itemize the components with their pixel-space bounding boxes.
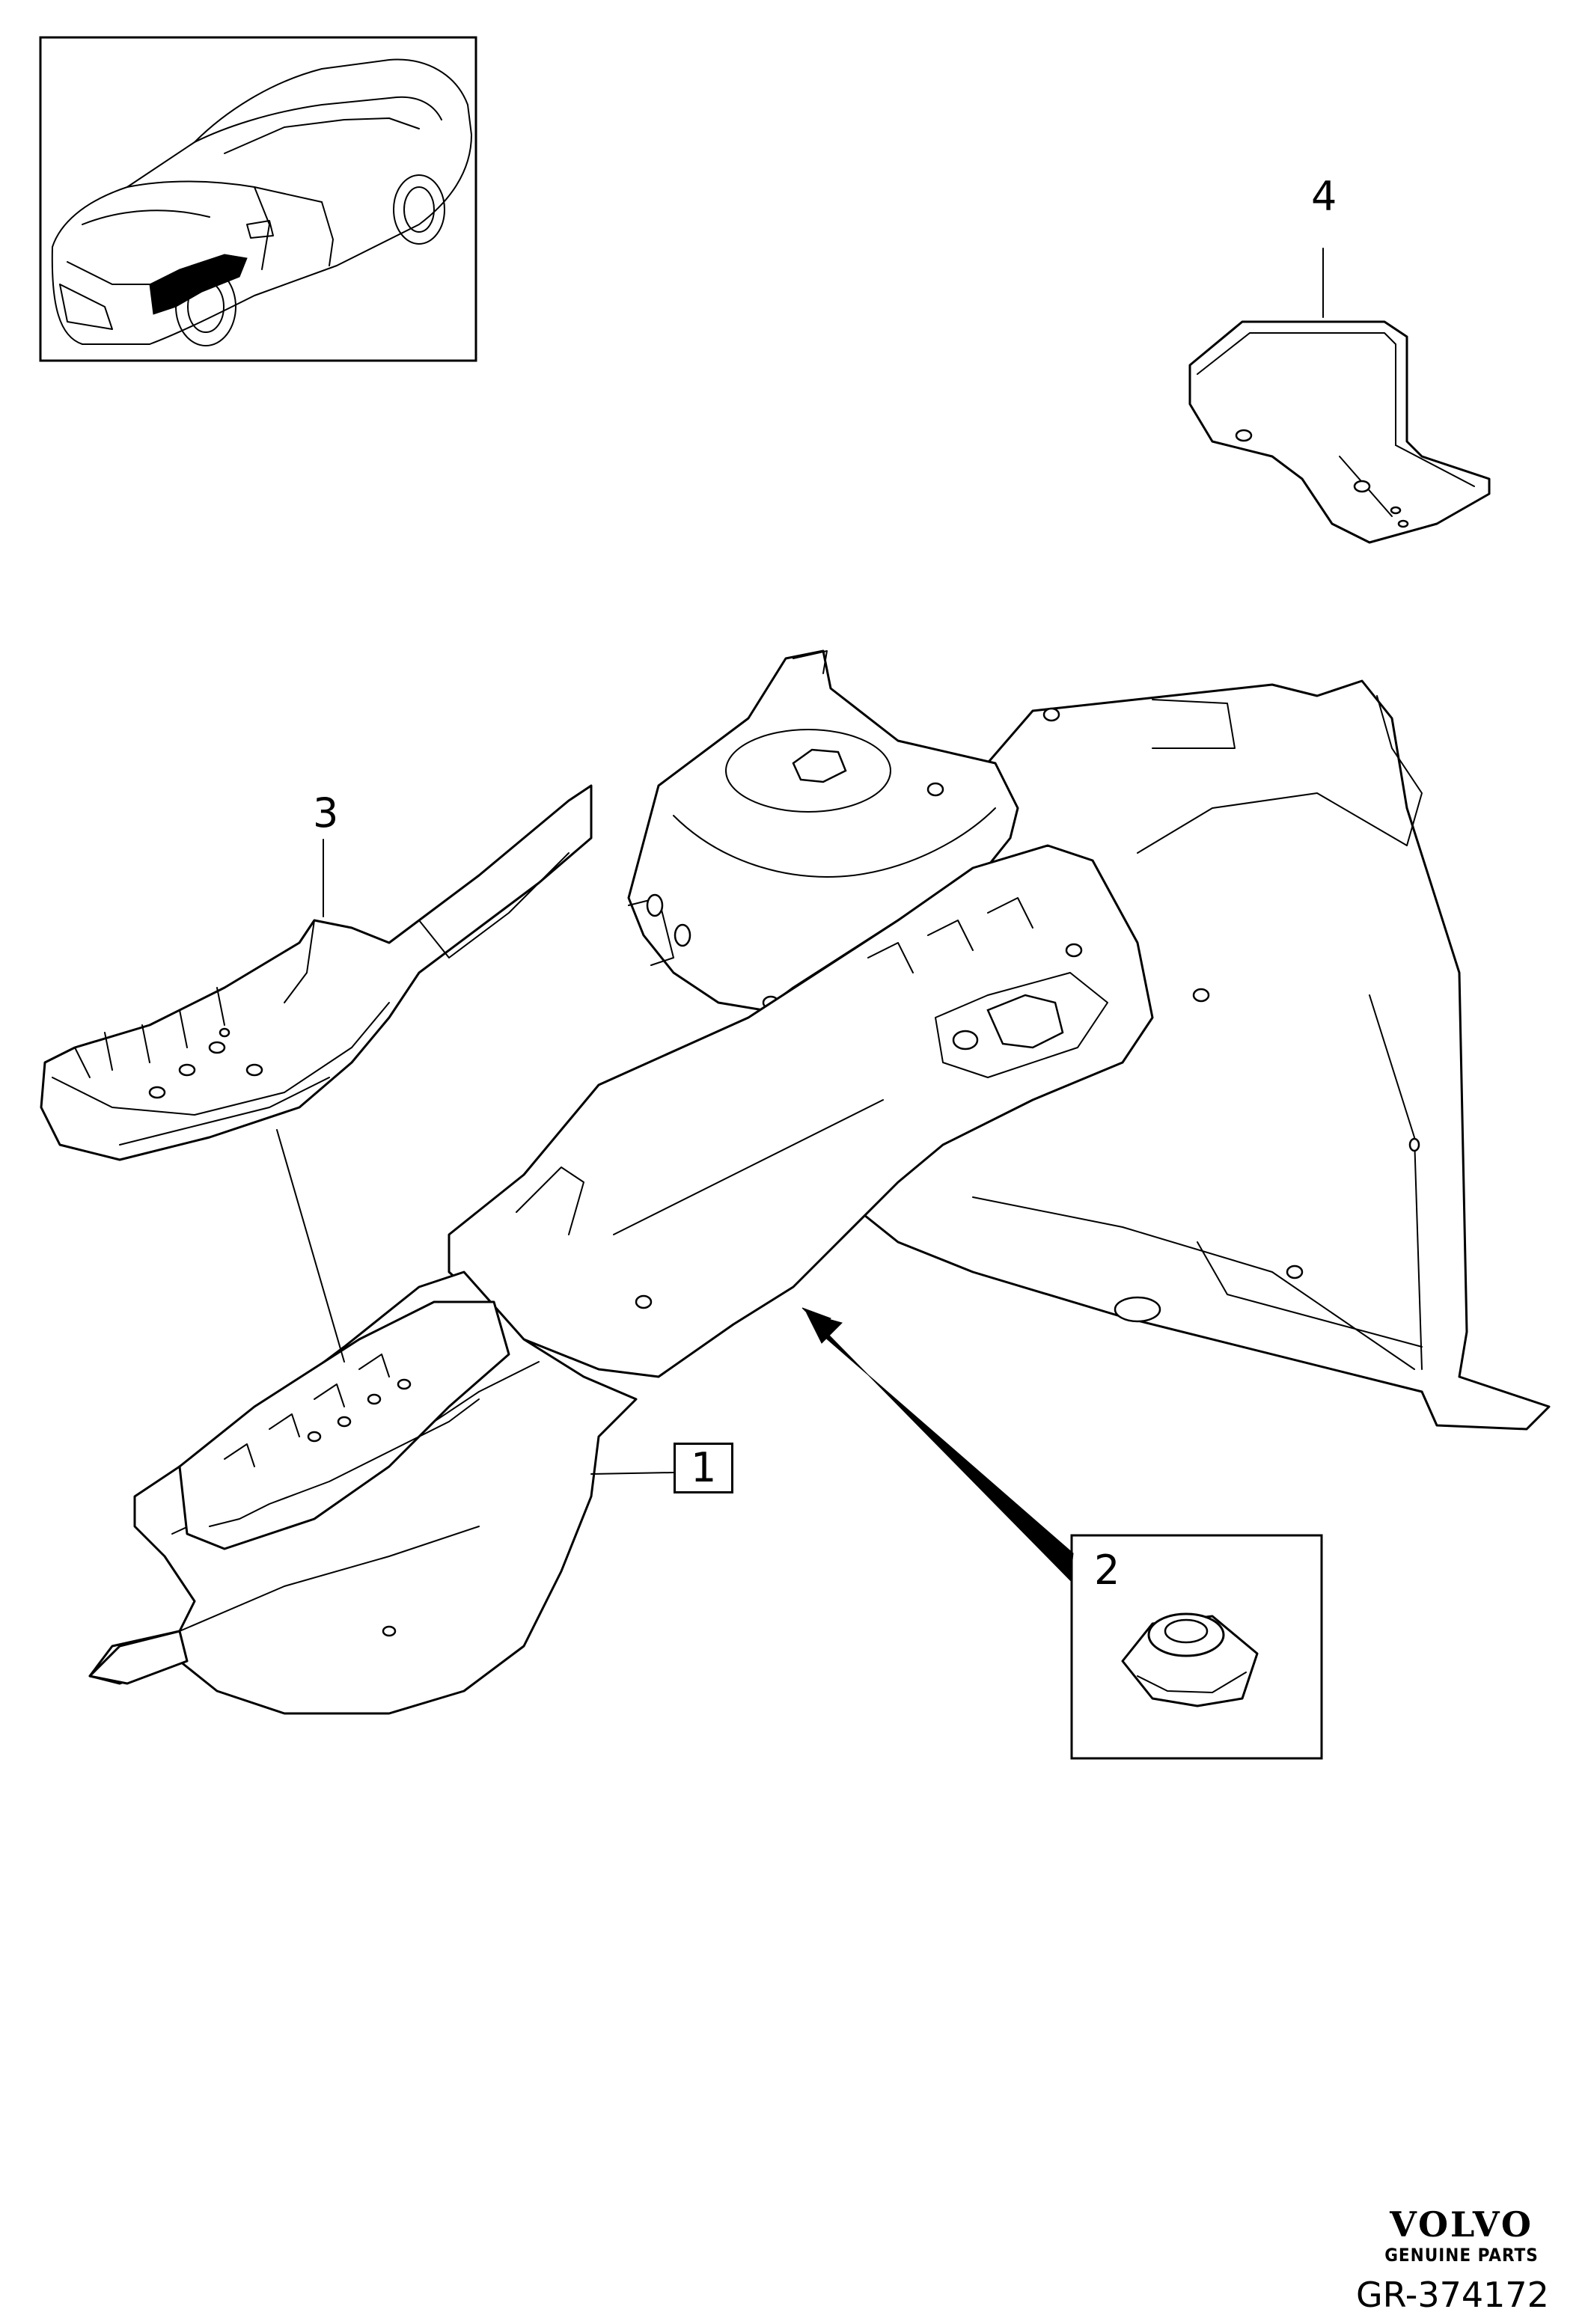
diagram-reference: GR-374172 — [1356, 2275, 1549, 2315]
part-1-wheelhouse-assembly — [88, 649, 1551, 1715]
callout-2: 2 — [1094, 1547, 1120, 1594]
volvo-logo: VOLVO — [1390, 2204, 1533, 2245]
part-2-detail — [801, 1307, 1323, 1760]
part-4-bracket — [1188, 248, 1491, 544]
vehicle-location-thumbnail — [39, 36, 477, 362]
callout-4: 4 — [1311, 173, 1337, 220]
callout-3: 3 — [313, 789, 339, 837]
callout-1: 1 — [674, 1443, 734, 1493]
part-3-liner — [40, 784, 593, 1363]
brand-tagline: GENUINE PARTS — [1384, 2245, 1539, 2266]
